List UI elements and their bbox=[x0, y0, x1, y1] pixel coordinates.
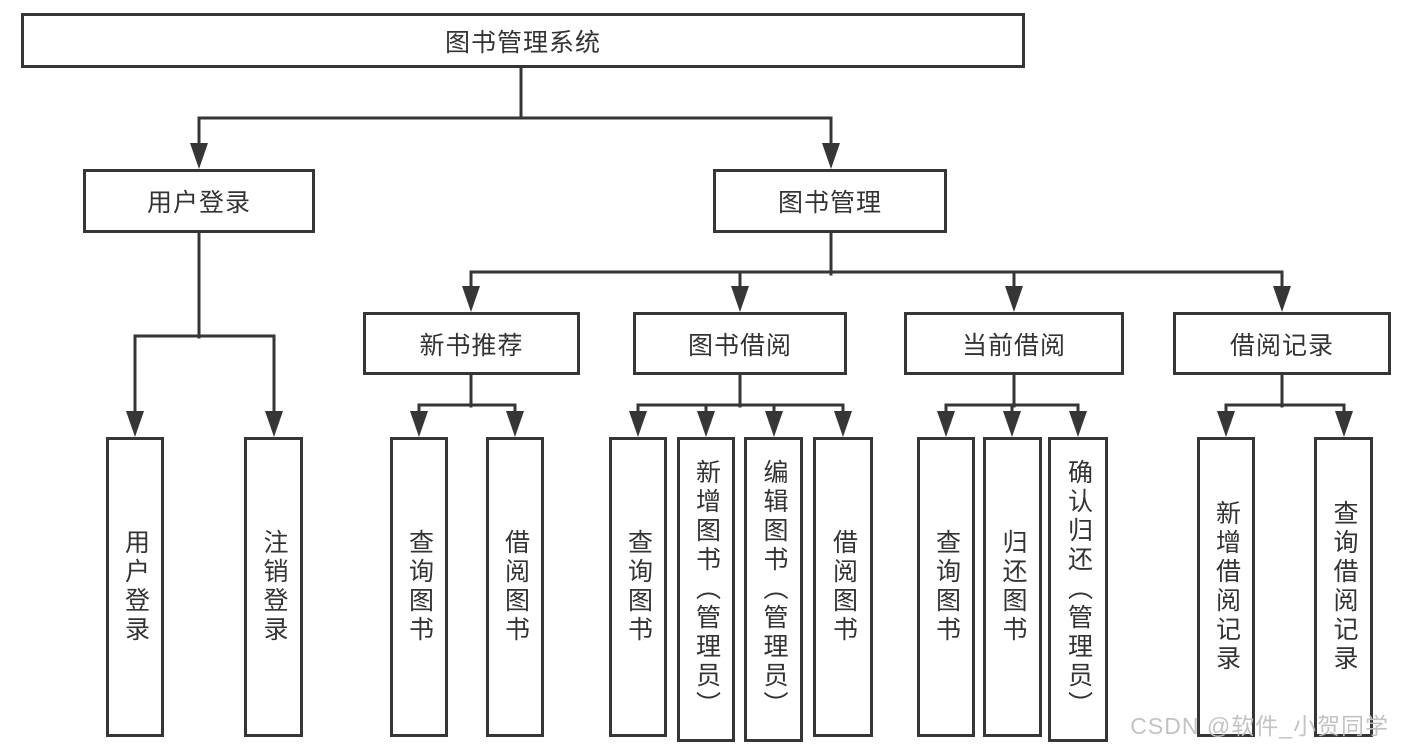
node-new-book-recommend-label: 新书推荐 bbox=[419, 331, 524, 360]
leaf-borrow-books: 借阅图书 bbox=[813, 437, 873, 737]
node-root-library-system: 图书管理系统 bbox=[21, 13, 1025, 68]
leaf-user-login-label: 用户登录 bbox=[121, 529, 150, 645]
leaf-query-books-current-label: 查询图书 bbox=[932, 529, 961, 645]
node-borrow-records-label: 借阅记录 bbox=[1229, 331, 1334, 360]
node-current-borrow: 当前借阅 bbox=[904, 312, 1124, 375]
leaf-return-book: 归还图书 bbox=[983, 437, 1042, 737]
leaf-add-borrow-record: 新增借阅记录 bbox=[1197, 437, 1255, 737]
leaf-add-book-admin: 新增图书（管理员） bbox=[677, 437, 735, 742]
leaf-borrow-books-recommend: 借阅图书 bbox=[486, 437, 544, 737]
leaf-edit-book-admin: 编辑图书（管理员） bbox=[744, 437, 803, 742]
node-book-borrow: 图书借阅 bbox=[633, 312, 847, 375]
leaf-confirm-return-admin: 确认归还（管理员） bbox=[1048, 437, 1108, 742]
leaf-query-books-borrow-label: 查询图书 bbox=[624, 529, 653, 645]
leaf-query-borrow-record-label: 查询借阅记录 bbox=[1330, 500, 1358, 674]
leaf-confirm-return-admin-label: 确认归还（管理员） bbox=[1064, 459, 1093, 720]
node-book-management: 图书管理 bbox=[713, 169, 947, 233]
watermark-text: CSDN @软件_小贺同学 bbox=[1130, 713, 1389, 739]
leaf-logout: 注销登录 bbox=[244, 437, 303, 737]
leaf-query-borrow-record: 查询借阅记录 bbox=[1314, 437, 1373, 737]
leaf-query-books-recommend: 查询图书 bbox=[390, 437, 448, 737]
leaf-add-book-admin-label: 新增图书（管理员） bbox=[692, 459, 721, 720]
leaf-borrow-books-label: 借阅图书 bbox=[829, 529, 858, 645]
leaf-add-borrow-record-label: 新增借阅记录 bbox=[1212, 500, 1241, 674]
leaf-query-books-current: 查询图书 bbox=[917, 437, 975, 737]
leaf-query-books-borrow: 查询图书 bbox=[609, 437, 667, 737]
node-borrow-records: 借阅记录 bbox=[1173, 312, 1391, 375]
leaf-query-books-recommend-label: 查询图书 bbox=[405, 529, 434, 645]
node-root-label: 图书管理系统 bbox=[444, 28, 601, 57]
leaf-borrow-books-recommend-label: 借阅图书 bbox=[501, 529, 530, 645]
node-book-management-label: 图书管理 bbox=[777, 189, 882, 217]
node-user-login-label: 用户登录 bbox=[146, 189, 251, 217]
leaf-logout-label: 注销登录 bbox=[260, 529, 288, 645]
node-current-borrow-label: 当前借阅 bbox=[961, 331, 1066, 360]
node-book-borrow-label: 图书借阅 bbox=[687, 331, 792, 360]
leaf-user-login: 用户登录 bbox=[106, 437, 164, 737]
node-user-login: 用户登录 bbox=[83, 169, 315, 233]
leaf-edit-book-admin-label: 编辑图书（管理员） bbox=[760, 459, 788, 720]
leaf-return-book-label: 归还图书 bbox=[999, 529, 1027, 645]
node-new-book-recommend: 新书推荐 bbox=[363, 312, 580, 375]
